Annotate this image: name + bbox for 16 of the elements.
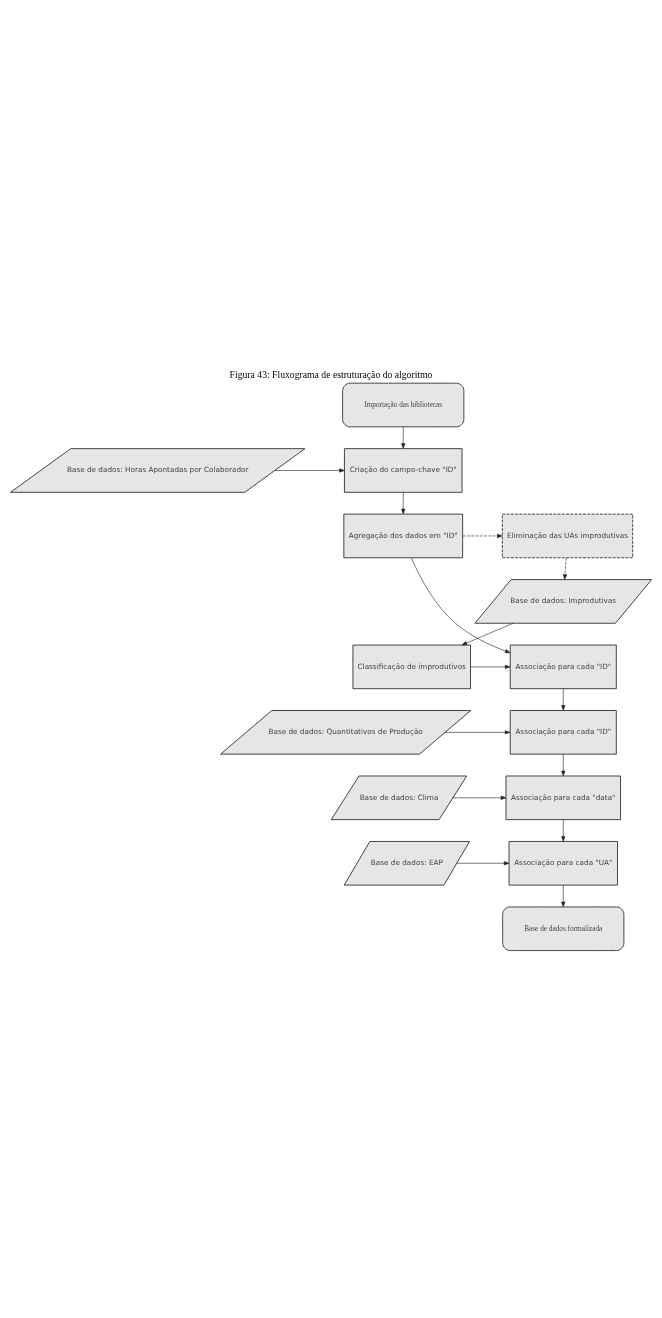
arrow bbox=[561, 819, 566, 842]
arrow bbox=[411, 557, 511, 654]
arrow bbox=[563, 557, 567, 580]
arrow bbox=[462, 533, 503, 538]
arrow bbox=[561, 753, 566, 777]
arrow bbox=[445, 730, 511, 735]
arrow bbox=[561, 884, 566, 908]
arrow bbox=[401, 426, 406, 449]
arrow bbox=[470, 664, 511, 669]
arrow bbox=[561, 688, 566, 711]
diagram-title: Figura 43: Fluxograma de estruturação do algoritmo bbox=[229, 368, 433, 380]
arrow bbox=[401, 492, 406, 515]
arrow bbox=[456, 861, 510, 866]
arrow bbox=[274, 468, 345, 473]
arrow bbox=[452, 795, 507, 800]
arrow bbox=[461, 622, 514, 646]
